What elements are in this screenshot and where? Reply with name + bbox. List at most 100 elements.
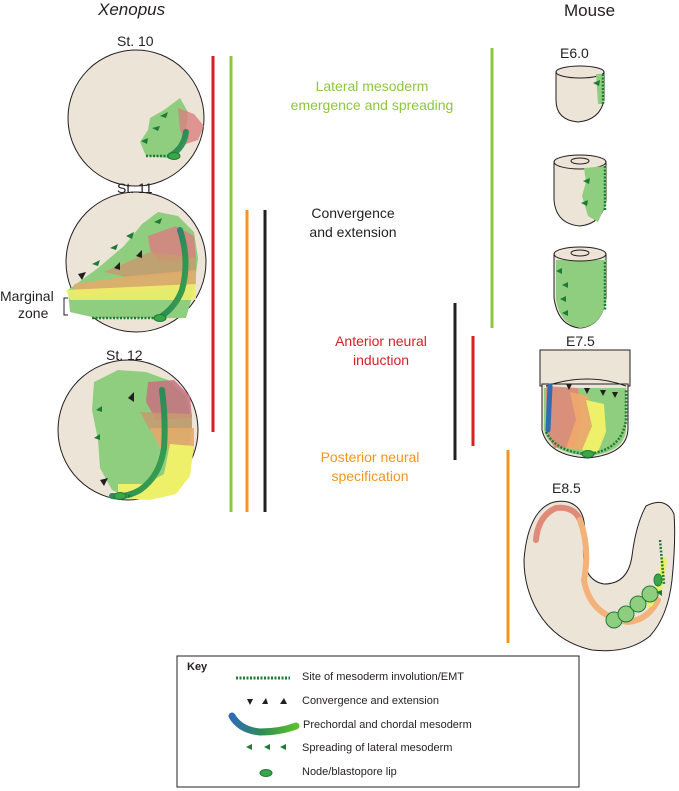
- convergence-arrow: [114, 262, 120, 270]
- stage-label-e7-5: E7.5: [566, 333, 595, 349]
- posterior-neural: [577, 517, 661, 626]
- stage-label-e6-0: E6.0: [560, 45, 589, 61]
- process-anterior-neural: Anterior neural induction: [322, 332, 440, 370]
- band-2: [104, 252, 196, 278]
- mouse-e7-5-embryo: [539, 349, 631, 459]
- marginal-zone-label: Marginal zone: [0, 288, 54, 322]
- key-item-node: Node/blastopore lip: [302, 766, 397, 778]
- cup-rim: [555, 65, 605, 79]
- spreading-arrow: [96, 406, 102, 412]
- band-4: [66, 284, 196, 300]
- process-line1: Convergence: [311, 205, 395, 221]
- epiblast-boundary: [545, 378, 627, 387]
- spreading-arrow: [126, 232, 134, 239]
- yellow-band: [118, 444, 194, 500]
- spreading-arrow: [154, 218, 162, 224]
- node: [653, 573, 663, 587]
- key-item-involution: Site of mesoderm involution/EMT: [302, 671, 465, 683]
- embryo-body: [523, 500, 676, 652]
- convergence-arrow: [128, 392, 134, 402]
- process-convergence: Convergence and extension: [294, 204, 412, 242]
- key-item-spreading: Spreading of lateral mesoderm: [302, 742, 453, 754]
- mesoderm-region: [140, 98, 188, 158]
- extraembryonic-region: [539, 349, 631, 387]
- yellow-band: [582, 400, 606, 452]
- mouse-e6-embryo-mid: [553, 154, 607, 227]
- green-arrowheads-icon: [246, 744, 286, 750]
- stage-label-st12: St. 12: [106, 347, 143, 363]
- xenopus-st11-embryo: [65, 191, 207, 333]
- cup-hole: [570, 249, 590, 257]
- stage-label-st11: St. 11: [117, 180, 153, 196]
- key-item-chordal: Prechordal and chordal mesoderm: [303, 719, 472, 731]
- process-line2: and extension: [309, 224, 397, 240]
- timeline-bars: [211, 48, 510, 643]
- marginal-zone-bracket: [63, 297, 68, 316]
- convergence-arrow: [600, 390, 606, 396]
- node: [581, 450, 595, 458]
- spreading-arrow: [94, 434, 100, 440]
- process-posterior-neural: Posterior neural specification: [298, 448, 442, 486]
- spreading-arrow: [593, 80, 600, 86]
- black-arrowheads-icon: [247, 698, 287, 705]
- green-oval-icon: [259, 769, 273, 777]
- mouse-header: Mouse: [564, 1, 616, 20]
- process-line2: specification: [331, 468, 409, 484]
- process-lateral-mesoderm: Lateral mesoderm emergence and spreading: [284, 77, 460, 115]
- process-line1: Lateral mesoderm: [315, 78, 429, 94]
- marginal-zone-line1: Marginal: [0, 288, 54, 304]
- mouse-e6-embryo-early: [555, 65, 605, 123]
- process-line1: Anterior neural: [335, 333, 427, 349]
- convergence-arrow: [78, 272, 86, 280]
- process-line2: induction: [352, 352, 410, 368]
- anterior-band: [146, 380, 192, 420]
- anterior-neural: [533, 504, 583, 543]
- mesoderm-region: [556, 260, 606, 328]
- cup-hole: [570, 157, 590, 165]
- key-item-convergence: Convergence and extension: [302, 695, 439, 707]
- blastopore-lip: [167, 152, 181, 160]
- stage-label-e8-5: E8.5: [552, 480, 581, 496]
- key-box: [176, 655, 580, 788]
- convergence-arrow: [566, 384, 572, 390]
- key-title: Key: [187, 661, 208, 673]
- mouse-e6-embryo-late: [553, 246, 607, 329]
- spreading-arrow: [560, 296, 566, 302]
- spreading-arrow: [562, 282, 568, 288]
- band-2: [566, 392, 592, 450]
- convergence-arrow: [136, 250, 142, 258]
- spreading-arrow: [583, 178, 590, 184]
- spreading-arrow: [160, 112, 168, 118]
- blastopore-lip: [113, 492, 127, 500]
- xenopus-st12-embryo: [57, 359, 199, 501]
- cup-rim: [553, 246, 607, 262]
- xenopus-header: Xenopus: [98, 0, 166, 19]
- somite: [629, 595, 647, 613]
- spreading-arrow: [562, 310, 568, 316]
- chordal-mesoderm: [159, 227, 189, 319]
- xenopus-st10-embryo: [67, 49, 205, 187]
- somite: [617, 605, 635, 623]
- somite: [641, 585, 659, 603]
- spreading-arrow: [92, 260, 100, 266]
- stage-label-st10: St. 10: [117, 33, 154, 49]
- involution-site: [658, 539, 666, 585]
- spreading-arrow: [152, 126, 160, 131]
- spreading-arrow: [581, 200, 588, 206]
- marginal-zone-line2: zone: [18, 305, 49, 321]
- process-line2: emergence and spreading: [290, 97, 454, 113]
- mouse-e8-5-embryo: [523, 500, 676, 652]
- spreading-arrow: [141, 138, 148, 144]
- spreading-arrow: [110, 244, 118, 250]
- cup-rim: [553, 154, 607, 170]
- blue-green-arc-icon: [228, 712, 300, 736]
- blastopore-lip: [153, 314, 167, 322]
- spreading-arrow: [656, 590, 662, 596]
- convergence-arrow: [612, 392, 618, 398]
- chordal-mesoderm: [545, 383, 553, 433]
- spreading-arrow: [556, 268, 562, 274]
- convergence-arrow: [584, 388, 590, 394]
- process-line1: Posterior neural: [320, 449, 420, 465]
- convergence-arrow: [100, 478, 108, 486]
